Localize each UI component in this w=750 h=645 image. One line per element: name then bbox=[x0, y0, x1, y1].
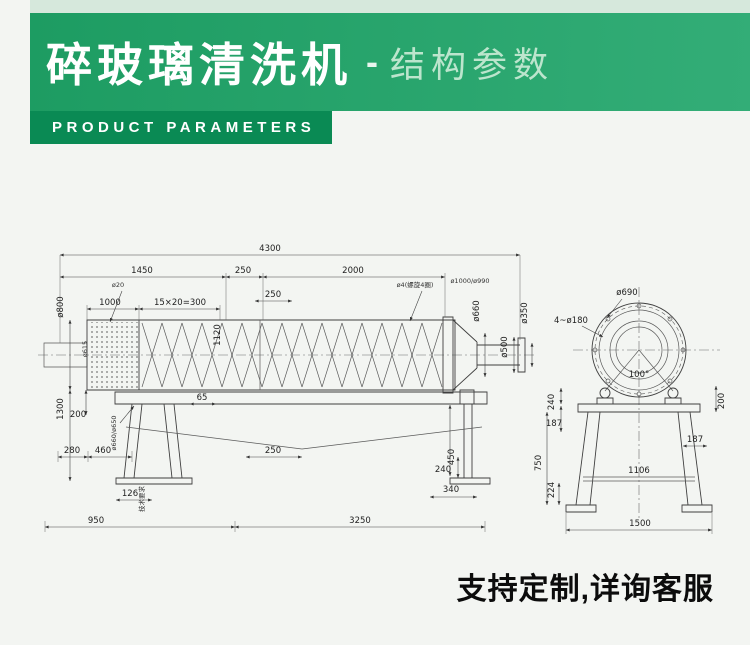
side-view bbox=[38, 317, 535, 484]
technical-drawing: 4300 1450 250 2000 ø800 ø20 1000 15×20=300 250 ø4… bbox=[30, 244, 727, 545]
dim-label: 200 bbox=[70, 410, 86, 420]
dim-label: 1300 bbox=[56, 398, 66, 420]
discharge-cone bbox=[453, 320, 477, 390]
dim-label: ø500 bbox=[500, 336, 510, 357]
dim-label: 200 bbox=[717, 393, 727, 409]
dimension-lines bbox=[45, 253, 718, 534]
dim-label: 1500 bbox=[629, 519, 651, 529]
dim-label: 65 bbox=[197, 393, 208, 403]
dim-label: 250 bbox=[265, 446, 281, 456]
dim-label: ø660/ø650 bbox=[110, 416, 118, 451]
dim-label: 750 bbox=[534, 455, 544, 471]
dim-label: ø4(螺旋4圈) bbox=[397, 280, 434, 289]
dim-label: ø1000/ø990 bbox=[450, 277, 489, 285]
dim-label: 技术要求 bbox=[137, 486, 146, 513]
dim-label: 224 bbox=[547, 482, 557, 498]
page-title: 碎玻璃清洗机 bbox=[46, 39, 352, 91]
dim-label: 2000 bbox=[342, 266, 364, 276]
dim-label: 100° bbox=[629, 370, 649, 380]
end-view bbox=[566, 287, 720, 521]
dim-label: 187 bbox=[546, 419, 562, 429]
support-frame bbox=[115, 390, 490, 484]
dim-label: 15×20=300 bbox=[154, 298, 206, 308]
dimension-labels: 4300 1450 250 2000 ø800 ø20 1000 15×20=300 250 ø4… bbox=[56, 244, 727, 529]
dim-label: 280 bbox=[64, 446, 80, 456]
dim-label: 240 bbox=[547, 394, 557, 410]
title-separator: - bbox=[366, 41, 378, 82]
dim-label: ø20 bbox=[112, 281, 124, 289]
dim-label: 460 bbox=[95, 446, 111, 456]
dim-label: ø690 bbox=[616, 288, 637, 298]
perforated-screen bbox=[89, 322, 139, 388]
dim-label: 450 bbox=[447, 449, 457, 465]
dim-label: 4~ø180 bbox=[554, 316, 588, 326]
discharge-flange bbox=[443, 317, 453, 393]
dim-label: 4300 bbox=[259, 244, 281, 254]
drum-end-circles bbox=[592, 303, 686, 397]
page-subtitle: 结构参数 bbox=[390, 45, 555, 85]
dim-label: ø350 bbox=[520, 302, 530, 323]
dim-label: 250 bbox=[235, 266, 251, 276]
dim-label: ø615 bbox=[81, 341, 89, 357]
dim-label: 3250 bbox=[349, 516, 371, 526]
ribbon-label: PRODUCT PARAMETERS bbox=[52, 119, 316, 136]
end-stand bbox=[566, 404, 712, 512]
drum-body bbox=[87, 320, 455, 390]
dim-label: ø800 bbox=[56, 296, 66, 317]
top-strip bbox=[30, 0, 750, 13]
dim-label: 240 bbox=[435, 465, 451, 475]
dim-label: 340 bbox=[443, 485, 459, 495]
dim-label: 250 bbox=[265, 290, 281, 300]
dim-label: 1120 bbox=[213, 324, 223, 346]
dim-label: 950 bbox=[88, 516, 104, 526]
dim-label: 1000 bbox=[99, 298, 121, 308]
dim-label: ø660 bbox=[472, 300, 482, 321]
dim-label: 126 bbox=[122, 489, 138, 499]
dim-label: 1106 bbox=[628, 466, 650, 476]
dim-label: 1450 bbox=[131, 266, 153, 276]
banner: 碎玻璃清洗机 - 结构参数 bbox=[30, 13, 750, 111]
ribbon: PRODUCT PARAMETERS bbox=[30, 111, 332, 144]
footer-note: 支持定制,详询客服 bbox=[456, 573, 714, 606]
dim-label: 187 bbox=[687, 435, 703, 445]
spiral-back bbox=[142, 323, 442, 387]
